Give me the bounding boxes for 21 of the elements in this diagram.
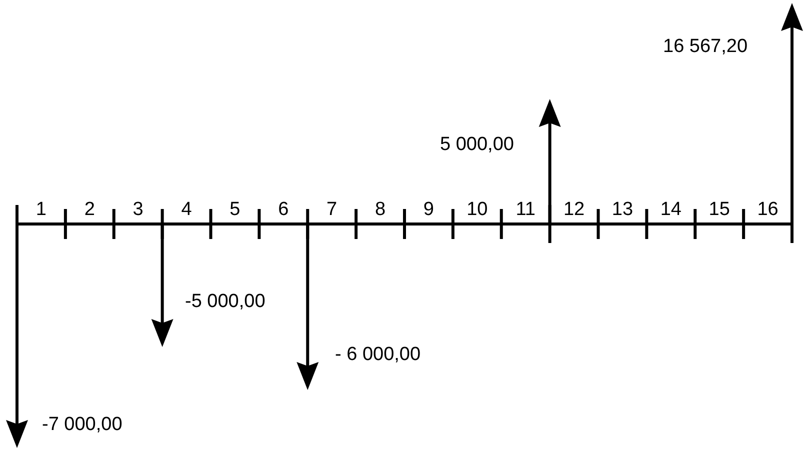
period-number: 6 (278, 200, 289, 219)
period-number: 7 (326, 200, 338, 219)
amount-label: -7 000,00 (42, 415, 122, 434)
period-number: 9 (423, 200, 434, 219)
period-number: 12 (563, 200, 585, 219)
period-number: 2 (84, 200, 95, 219)
amount-label: 16 567,20 (663, 37, 748, 56)
period-number: 10 (466, 200, 488, 219)
amount-label: -5 000,00 (185, 292, 266, 311)
amount-label: 5 000,00 (440, 135, 514, 154)
period-number: 5 (230, 200, 240, 219)
period-number: 13 (612, 200, 634, 219)
period-number: 8 (375, 200, 386, 219)
period-number: 3 (132, 200, 144, 219)
period-number: 15 (708, 200, 730, 219)
period-number: 11 (516, 200, 536, 219)
period-number: 1 (36, 200, 46, 219)
period-number: 16 (757, 200, 778, 219)
period-number: 4 (181, 200, 192, 219)
period-number: 14 (660, 200, 682, 219)
amount-label: - 6 000,00 (335, 345, 421, 364)
